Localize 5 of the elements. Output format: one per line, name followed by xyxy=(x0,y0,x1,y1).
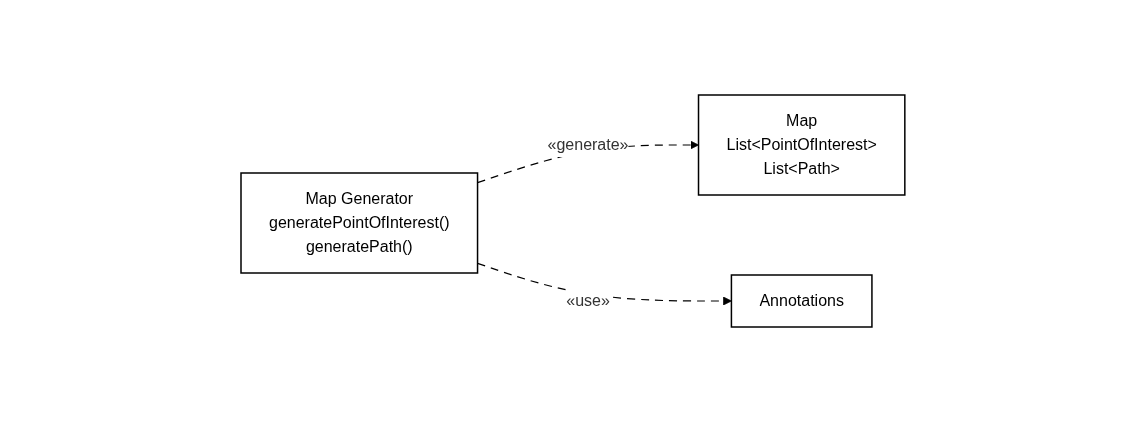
node-box: Annotations xyxy=(730,273,873,328)
node-box: Map Generator generatePointOfInterest() generatePath() xyxy=(239,171,478,274)
edge-label: «generate» xyxy=(547,135,629,153)
edge-label: «use» xyxy=(565,291,610,309)
node-box: Map List<PointOfInterest> List<Path> xyxy=(697,93,906,196)
